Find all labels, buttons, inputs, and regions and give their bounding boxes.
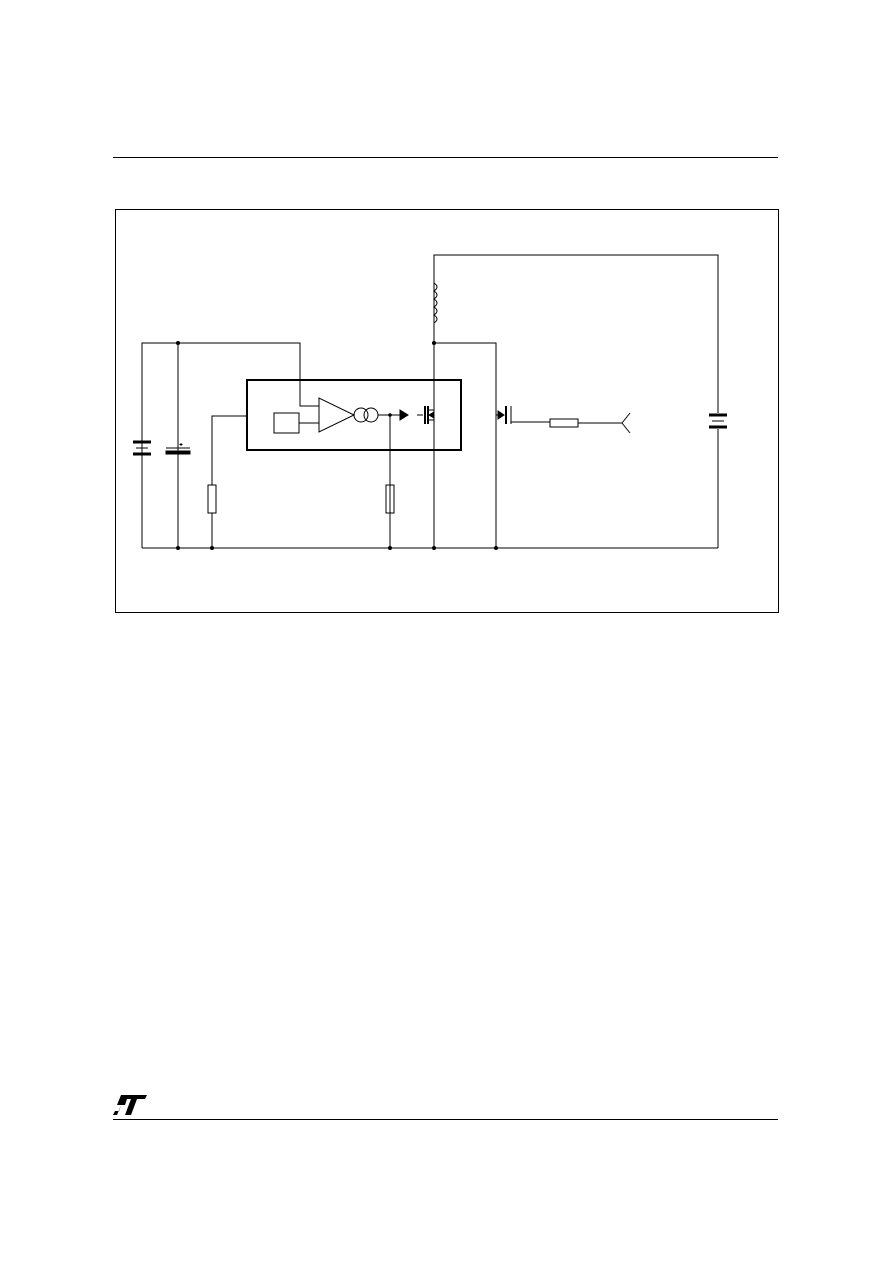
footer-rule [113,1119,778,1120]
st-logo [113,1093,149,1117]
ic-package-box [246,379,462,451]
supply-rail-wires [141,342,718,549]
external-mosfet-icon [496,406,512,424]
resistor-icon [207,484,217,514]
output-terminal-icon [621,412,631,434]
internal-mosfet-icon [417,406,435,424]
inductor-icon [433,282,438,324]
diode-icon [399,409,409,421]
resistor-icon [549,418,579,428]
current-source-icon [353,407,379,423]
header-rule [113,157,778,158]
st-logo-icon [113,1095,147,1115]
circuit-diagram [133,254,727,550]
amplifier-icon [318,397,356,433]
load-battery-icon [709,413,727,429]
reference-block [273,412,300,434]
battery-icon [133,440,151,456]
junction-dots [176,341,498,550]
resistor-icon [385,484,395,514]
capacitor-icon [165,443,191,455]
circuit-figure [115,209,779,613]
